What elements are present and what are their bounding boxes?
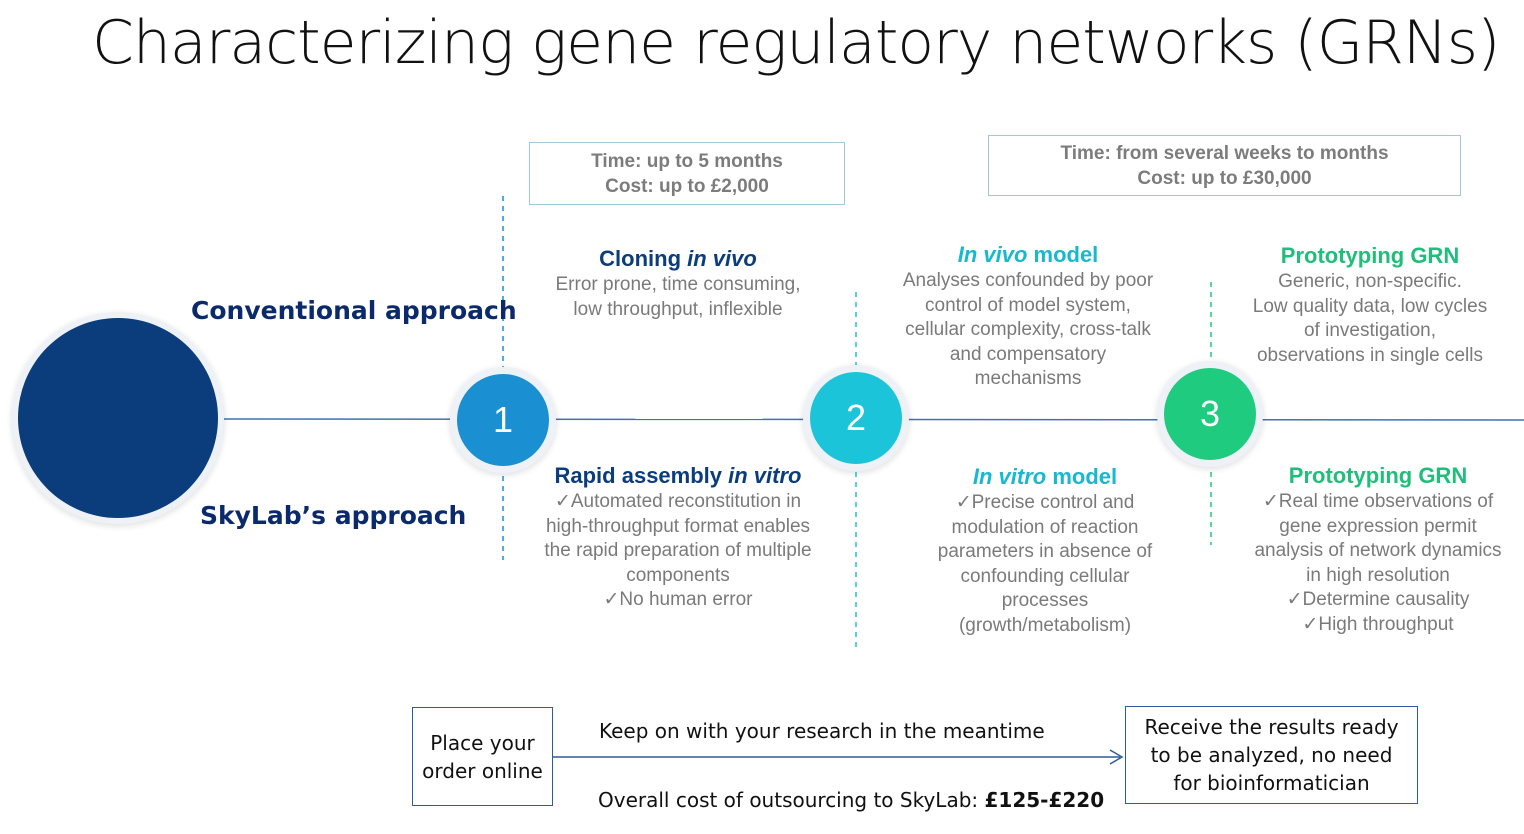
description-line: parameters in absence of bbox=[937, 541, 1153, 562]
step-3-conventional: Prototyping GRN Generic, non-specific. L… bbox=[1232, 242, 1508, 368]
description-line: ✓Precise control and bbox=[955, 492, 1135, 513]
step-1-conventional: Cloning in vivo Error prone, time consum… bbox=[530, 245, 826, 322]
step-1-conventional-heading: Cloning in vivo bbox=[599, 246, 757, 271]
description-line: cellular complexity, cross-talk bbox=[905, 319, 1151, 340]
description-line: observations in single cells bbox=[1256, 344, 1483, 366]
description-line: Analyses confounded by poor bbox=[902, 270, 1154, 291]
step-2-conventional: In vivo model Analyses confounded by poo… bbox=[880, 241, 1176, 392]
description-line: and compensatory bbox=[949, 343, 1107, 365]
description-line: high-throughput format enables bbox=[545, 515, 811, 537]
description-line: in high resolution bbox=[1306, 564, 1450, 586]
step-1-skylab-heading: Rapid assembly in vitro bbox=[554, 463, 802, 488]
step-2-conventional-heading: In vivo model bbox=[957, 242, 1099, 267]
description-line: the rapid preparation of multiple bbox=[544, 540, 812, 561]
description-line: components bbox=[626, 564, 730, 586]
description-line: ✓High throughput bbox=[1302, 613, 1454, 635]
description-line: ✓Real time observations of bbox=[1262, 491, 1494, 512]
time-cost-box-in-vivo: Time: from several weeks to months Cost:… bbox=[988, 135, 1461, 196]
origin-circle bbox=[18, 318, 218, 518]
time-text: Time: up to 5 months bbox=[591, 151, 783, 172]
step-3-skylab: Prototyping GRN ✓Real time observations … bbox=[1232, 462, 1524, 637]
cost-text: Cost: up to £30,000 bbox=[1137, 168, 1312, 189]
step-2-node: 2 bbox=[810, 372, 902, 464]
step-3-conventional-heading: Prototyping GRN bbox=[1280, 243, 1460, 268]
meantime-text: Keep on with your research in the meanti… bbox=[599, 719, 1045, 743]
description-line: confounding cellular bbox=[960, 565, 1130, 587]
description-line: ✓No human error bbox=[603, 589, 753, 610]
step-3-node: 3 bbox=[1164, 368, 1256, 460]
step-2-skylab-heading: In vitro model bbox=[972, 464, 1118, 489]
description-line: ✓Determine causality bbox=[1286, 589, 1470, 610]
cost-text: Cost: up to £2,000 bbox=[605, 176, 769, 197]
place-order-box: Place your order online bbox=[412, 707, 553, 806]
time-cost-box-conventional: Time: up to 5 months Cost: up to £2,000 bbox=[529, 142, 845, 205]
overall-cost-text: Overall cost of outsourcing to SkyLab: £… bbox=[598, 788, 1105, 812]
overall-cost-value: £125-£220 bbox=[984, 788, 1105, 812]
description-line: mechanisms bbox=[974, 368, 1082, 389]
conventional-approach-label: Conventional approach bbox=[191, 296, 517, 325]
description-line: gene expression permit bbox=[1279, 515, 1477, 537]
description-line: low throughput, inflexible bbox=[573, 298, 783, 320]
description-line: analysis of network dynamics bbox=[1254, 540, 1502, 561]
time-text: Time: from several weeks to months bbox=[1060, 143, 1389, 164]
description-line: Error prone, time consuming, bbox=[555, 274, 801, 295]
description-line: processes bbox=[1001, 590, 1089, 611]
description-line: Generic, non-specific. bbox=[1278, 271, 1462, 292]
description-line: (growth/metabolism) bbox=[958, 614, 1132, 636]
description-line: ✓Automated reconstitution in bbox=[554, 491, 802, 512]
description-line: modulation of reaction bbox=[951, 516, 1139, 538]
description-line: Low quality data, low cycles bbox=[1252, 295, 1488, 317]
step-2-skylab: In vitro model ✓Precise control and modu… bbox=[897, 463, 1193, 638]
description-line: control of model system, bbox=[925, 294, 1131, 316]
skylab-approach-label: SkyLab’s approach bbox=[200, 501, 467, 530]
receive-results-box: Receive the results ready to be analyzed… bbox=[1125, 706, 1418, 804]
description-line: of investigation, bbox=[1303, 320, 1437, 341]
page-title: Characterizing gene regulatory networks … bbox=[92, 8, 1500, 78]
step-3-skylab-heading: Prototyping GRN bbox=[1288, 463, 1468, 488]
step-1-skylab: Rapid assembly in vitro ✓Automated recon… bbox=[515, 462, 841, 613]
step-1-node: 1 bbox=[457, 374, 549, 466]
